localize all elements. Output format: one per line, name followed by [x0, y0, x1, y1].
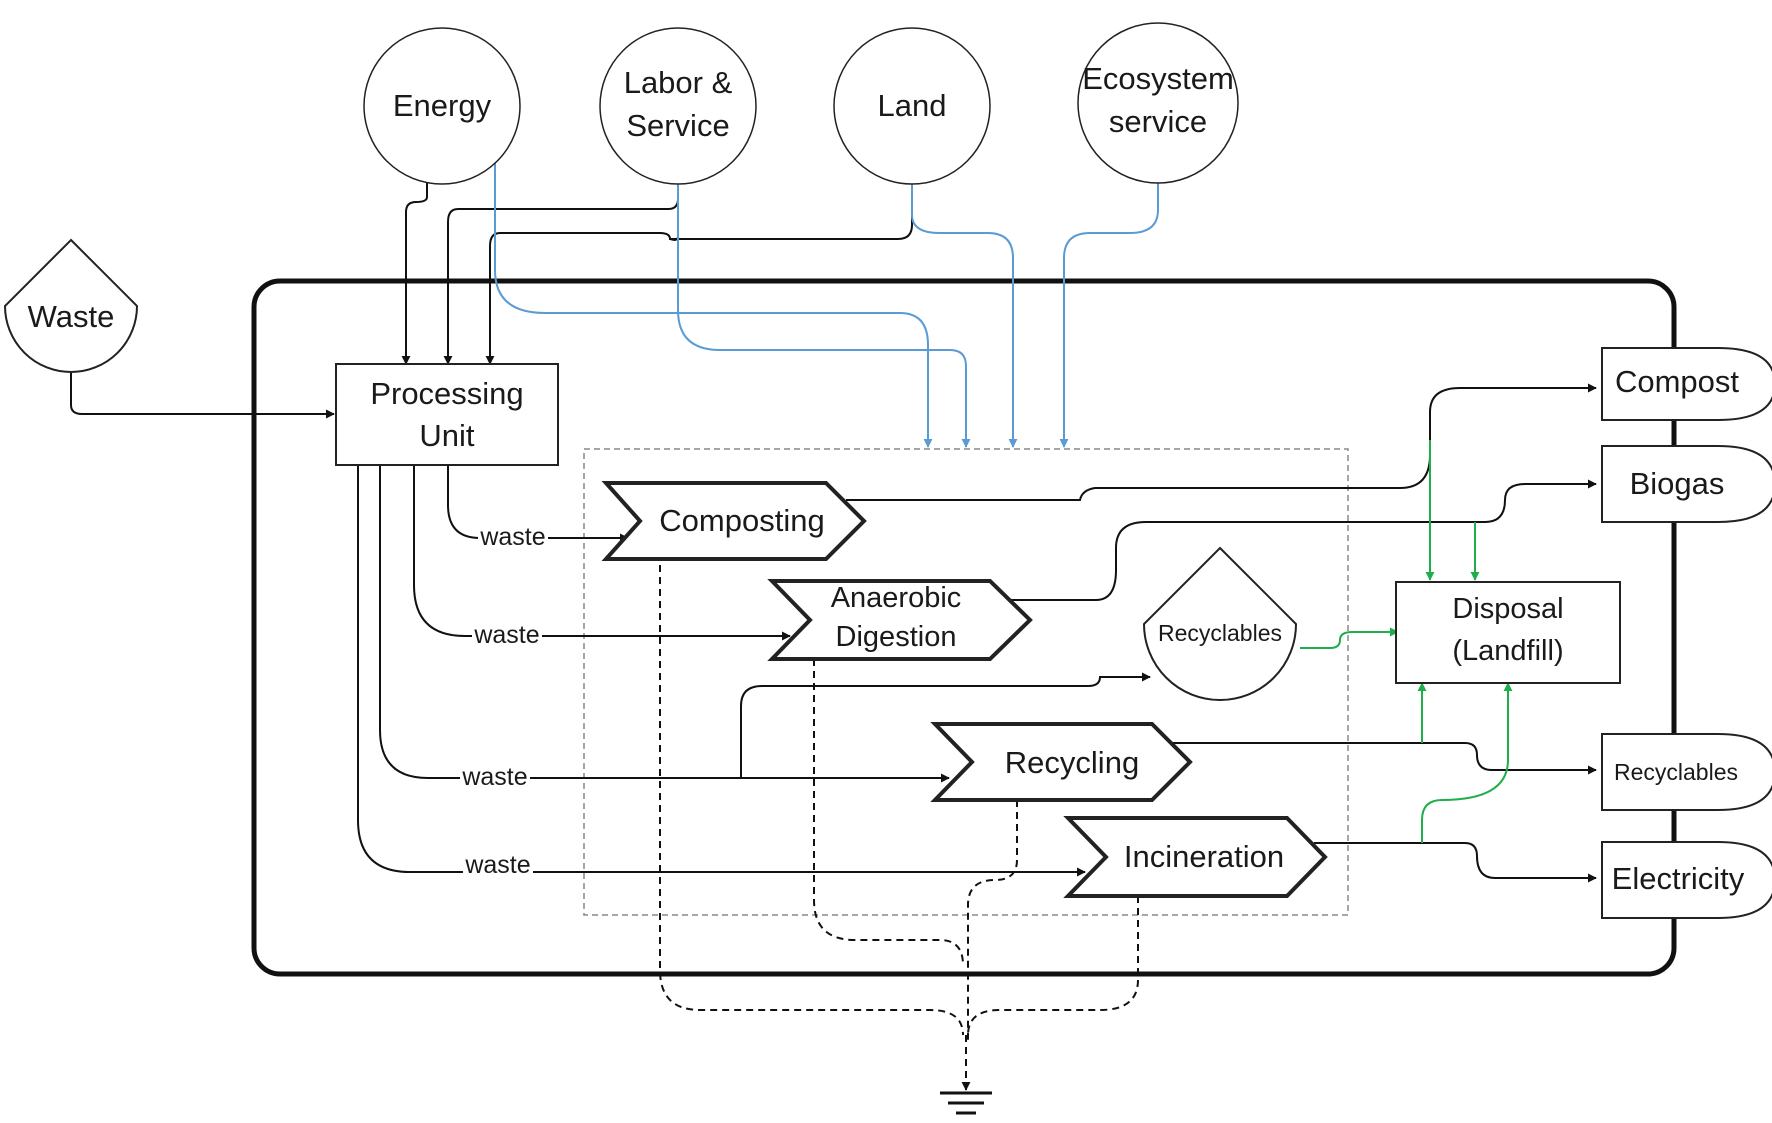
incineration-process: Incineration	[1063, 816, 1328, 898]
processing-unit-line2: Unit	[419, 418, 475, 453]
land-source: Land	[833, 27, 991, 185]
output-recyclables-label: Recyclables	[1614, 759, 1738, 785]
landfill-disposal-flows	[1300, 440, 1513, 843]
land-label: Land	[878, 88, 947, 123]
output-biogas: Biogas	[1601, 445, 1772, 523]
recycling-process: Recycling	[930, 722, 1193, 802]
waste-distribution-flows	[357, 465, 1151, 877]
waste-input-label: Waste	[28, 299, 115, 334]
disposal-label-line2: (Landfill)	[1452, 635, 1563, 667]
heat-sink-flows	[659, 565, 1139, 1091]
disposal-label-line1: Disposal	[1452, 593, 1563, 625]
recyclables-storage-label: Recyclables	[1158, 620, 1282, 646]
process-subsystem-boundary	[583, 448, 1349, 916]
labor-service-source: Labor & Service	[599, 27, 757, 185]
labor-label-line1: Labor &	[624, 65, 733, 100]
energy-source: Energy	[363, 27, 521, 185]
ecosystem-label-line2: service	[1109, 104, 1207, 139]
output-electricity: Electricity	[1601, 841, 1772, 919]
waste-input: Waste	[3, 238, 139, 373]
system-boundary	[251, 278, 1677, 977]
disposal-landfill: Disposal (Landfill)	[1395, 581, 1621, 684]
anaerobic-label-line2: Digestion	[836, 621, 957, 653]
output-compost: Compost	[1601, 347, 1772, 421]
anaerobic-digestion-process: Anaerobic Digestion	[767, 579, 1033, 661]
waste-input-flow	[70, 373, 335, 419]
output-electricity-label: Electricity	[1612, 861, 1745, 896]
composting-label: Composting	[659, 503, 824, 538]
ecosystem-label-line1: Ecosystem	[1082, 61, 1234, 96]
processing-unit: Processing Unit	[335, 363, 559, 466]
anaerobic-label-line1: Anaerobic	[831, 582, 962, 614]
edge-label-incineration: waste	[464, 851, 530, 879]
heat-sink-icon	[940, 1091, 992, 1115]
edge-label-anaerobic: waste	[473, 621, 539, 649]
waste-edge-labels: waste waste waste waste	[460, 523, 548, 879]
composting-process: Composting	[601, 481, 867, 561]
product-output-flows	[846, 383, 1597, 883]
labor-label-line2: Service	[626, 108, 729, 143]
recyclables-storage: Recyclables	[1142, 546, 1298, 701]
energy-label: Energy	[393, 88, 492, 123]
ecosystem-service-source: Ecosystem service	[1077, 22, 1239, 184]
edge-label-composting: waste	[479, 523, 545, 551]
output-recyclables: Recyclables	[1601, 733, 1772, 811]
resource-inputs	[401, 158, 1159, 448]
edge-label-recycling: waste	[461, 763, 527, 791]
incineration-label: Incineration	[1124, 839, 1284, 874]
output-compost-label: Compost	[1615, 364, 1739, 399]
processing-unit-line1: Processing	[370, 376, 523, 411]
output-biogas-label: Biogas	[1630, 466, 1725, 501]
recycling-label: Recycling	[1005, 745, 1139, 780]
